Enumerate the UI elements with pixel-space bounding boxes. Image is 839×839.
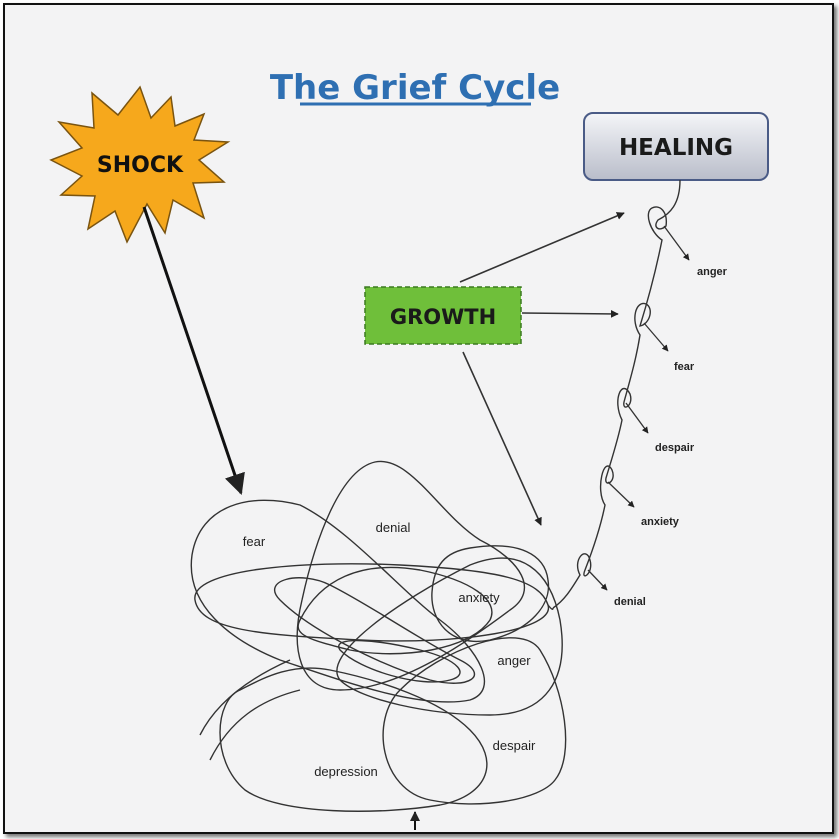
tangle-label-despair: despair	[493, 738, 536, 753]
shock-starburst	[49, 85, 231, 244]
path-tick-anxiety	[607, 481, 635, 508]
tangle-loop-fear	[190, 499, 486, 703]
tangle-loop-inner-a	[273, 577, 476, 684]
path-label-fear: fear	[674, 361, 695, 373]
tangle-tail	[199, 659, 301, 761]
healing-label: HEALING	[619, 135, 733, 161]
diagram-title: The Grief Cycle	[270, 68, 560, 108]
shock-arrow	[142, 206, 245, 495]
path-label-anger: anger	[697, 266, 728, 278]
tangle-label-anger: anger	[497, 653, 531, 668]
path-label-denial: denial	[614, 596, 646, 608]
growth-arrow-right	[521, 309, 619, 318]
path-label-despair: despair	[655, 442, 695, 454]
tangle-loop-depression	[219, 667, 488, 812]
healing-path-line	[552, 179, 681, 609]
path-tick-fear	[643, 322, 669, 352]
tangle-loop-anger	[336, 557, 563, 716]
healing-box	[583, 112, 769, 181]
growth-arrow-down	[462, 351, 542, 526]
tangle-loop-inner-c	[297, 566, 493, 655]
tangle-label-anxiety: anxiety	[458, 590, 500, 605]
path-label-anxiety: anxiety	[641, 516, 680, 528]
growth-arrow-up	[459, 212, 625, 283]
tangle-label-fear: fear	[243, 534, 266, 549]
tangle-loop-despair	[382, 637, 567, 805]
tangle-loop-denial	[296, 460, 526, 691]
tangle-loop-inner-b	[338, 639, 461, 683]
path-tick-denial	[587, 569, 608, 591]
tangle-label-denial: denial	[376, 520, 411, 535]
tangle-label-depression: depression	[314, 764, 378, 779]
growth-label: GROWTH	[390, 305, 496, 329]
path-tick-despair	[625, 402, 649, 434]
path-tick-anger	[663, 225, 690, 261]
tangle-to-path	[547, 604, 554, 610]
grief-tangle	[190, 460, 567, 812]
shock-label: SHOCK	[97, 153, 184, 178]
growth-box	[364, 286, 522, 345]
